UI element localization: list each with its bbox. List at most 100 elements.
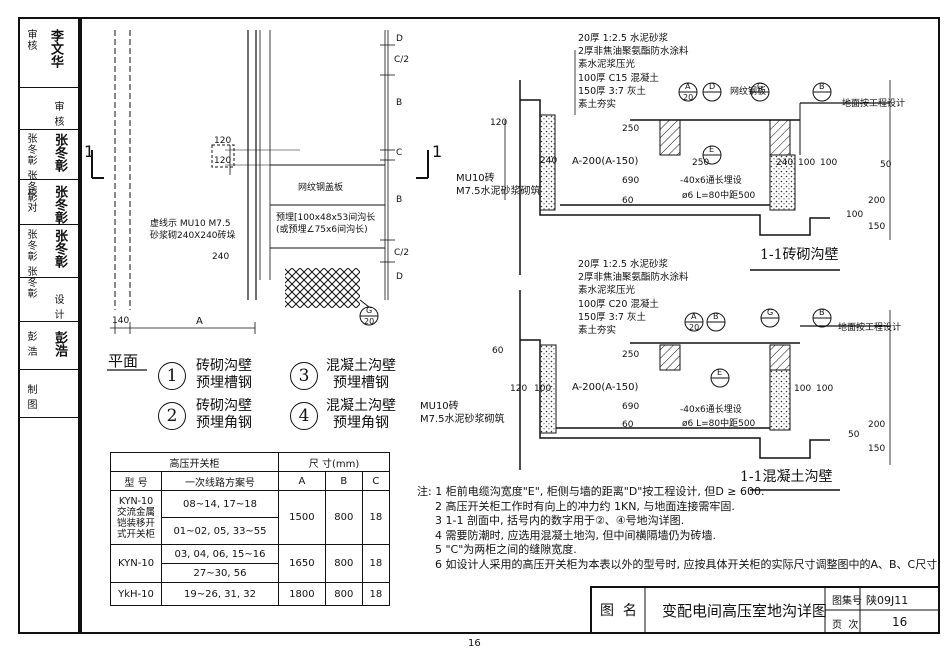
- section1-dim-120: 120: [490, 118, 508, 128]
- section2-title: 1-1混凝土沟壁: [740, 469, 833, 485]
- cabinet-spec-table: 高压开关柜 尺 寸(mm) 型 号 一次线路方案号 A B C KYN-10 交…: [110, 452, 391, 606]
- section1-dim-690: 690: [622, 176, 640, 186]
- section1-dim-100b: 100: [820, 158, 838, 168]
- plan-dim-120-a: 120: [214, 136, 232, 146]
- section2-dim-100: 100: [534, 384, 552, 394]
- plan-dim-b-bottom: B: [396, 195, 403, 205]
- section1-layer: 150厚 3:7 灰土: [578, 85, 646, 97]
- title-block: 图 名 变配电间高压室地沟详图 图集号 陕09J11 页 次 16: [590, 586, 940, 634]
- section1-bar-note: -40x6通长埋设: [680, 176, 742, 186]
- section-2-concrete: [519, 290, 891, 491]
- table-row-model: KYN-10 交流金属 铠装移开 式开关柜: [110, 490, 162, 545]
- page-label: 页 次: [832, 620, 859, 631]
- note-line: 注: 1 柜前电缆沟宽度"E", 柜侧与墙的距离"D"按工程设计, 但D ≥ 6…: [417, 485, 765, 498]
- stamp-sign-check: 张冬彰: [52, 185, 67, 224]
- atlas-value: 陕09J11: [866, 594, 909, 607]
- page-number: 16: [468, 638, 481, 649]
- table-row-a: 1500: [278, 490, 326, 545]
- table-row-scheme: 27~30, 56: [161, 563, 279, 583]
- plan-title: 平面: [108, 352, 139, 370]
- drawing-frame: [80, 17, 940, 634]
- section1-dim-100c: 100: [846, 210, 864, 220]
- plan-dim-c2-bottom: C/2: [394, 248, 410, 258]
- plan-plate-label: 网纹钢盖板: [298, 183, 344, 193]
- section2-wall-note: MU10砖 M7.5水泥砂浆砌筑: [420, 401, 505, 425]
- table-dim-title: 尺 寸(mm): [278, 452, 390, 472]
- section2-ref-b2: B: [819, 308, 825, 317]
- section2-layer: 150厚 3:7 灰土: [578, 311, 646, 323]
- section1-main-dim: A-200(A-150): [572, 156, 639, 167]
- section1-dim-240b: 240: [776, 158, 794, 168]
- note-line: 3 1-1 剖面中, 括号内的数字用于②、④号地沟详图.: [435, 514, 685, 528]
- plan-brick-note: 虚线示 MU10 M7.5 砂浆砌240X240砖垛: [150, 219, 236, 241]
- section1-ref-g: G: [757, 82, 764, 91]
- section2-dim-100a: 100: [794, 384, 812, 394]
- table-row-scheme: 01~02, 05, 33~55: [161, 517, 279, 545]
- atlas-label: 图集号: [832, 596, 862, 607]
- legend-num-4: 4: [290, 402, 318, 430]
- plan-view: [91, 30, 429, 371]
- table-col-b: B: [324, 471, 363, 491]
- section1-layer: 2厚非焦油聚氨酯防水涂料: [578, 46, 689, 58]
- section1-layer: 素土夯实: [578, 99, 617, 111]
- section1-ref-b: B: [819, 82, 825, 91]
- stamp-sign-drafter: 彭浩: [52, 331, 67, 357]
- section2-floor-label: 地面按工程设计: [838, 323, 902, 333]
- plan-dim-120-b: 120: [214, 156, 232, 166]
- section2-ref-sub: 20: [689, 323, 700, 332]
- table-row-b: 800: [324, 490, 363, 545]
- section1-ref-d: D: [709, 82, 716, 91]
- section2-ref-e: E: [717, 368, 723, 377]
- plan-dim-a: A: [196, 316, 203, 327]
- section2-bar-note2: ø6 L=80中距500: [682, 419, 756, 429]
- plan-dim-d-bottom: D: [396, 272, 403, 282]
- section1-dim-50: 50: [880, 160, 892, 170]
- table-row-b: 800: [324, 544, 363, 583]
- section1-dim-250b: 250: [692, 158, 710, 168]
- table-col-scheme: 一次线路方案号: [161, 471, 279, 491]
- section1-ref-sub: 20: [683, 93, 694, 102]
- stamp-sign-2: 张冬彰: [52, 229, 67, 268]
- section1-title: 1-1砖砌沟壁: [760, 247, 839, 263]
- plan-dim-d-top: D: [396, 34, 403, 44]
- legend-text-4: 混凝土沟壁 预埋角钢: [326, 398, 396, 431]
- table-title: 高压开关柜: [110, 452, 279, 472]
- legend-text-3: 混凝土沟壁 预埋槽钢: [326, 358, 396, 391]
- stamp-label-name2: 张冬彰 张冬彰: [25, 229, 36, 300]
- stamp-label-audit: 审 核: [52, 101, 63, 128]
- table-row-c: 18: [361, 544, 391, 583]
- section1-dim-250: 250: [622, 124, 640, 134]
- stamp-label-drafter-name: 彭 浩: [25, 331, 36, 358]
- section1-ref-a: A: [685, 82, 691, 91]
- stamp-label-review: 审核: [25, 29, 36, 51]
- section2-dim-60: 60: [492, 346, 504, 356]
- plan-section-mark-left: 1: [84, 142, 95, 161]
- section1-layer-list: 20厚 1:2.5 水泥砂浆 2厚非焦油聚氨酯防水涂料 素水泥浆压光 100厚 …: [578, 32, 689, 111]
- title-block-lines: [644, 586, 940, 634]
- notes-block: 注: 1 柜前电缆沟宽度"E", 柜侧与墙的距离"D"按工程设计, 但D ≥ 6…: [417, 485, 941, 573]
- stamp-label-design: 设 计: [52, 294, 63, 321]
- plan-dim-c: C: [396, 148, 403, 158]
- table-row-scheme: 03, 04, 06, 15~16: [161, 544, 279, 564]
- section-1-brick: [504, 50, 891, 275]
- table-row-scheme: 08~14, 17~18: [161, 490, 279, 518]
- section1-dim-60: 60: [622, 196, 634, 206]
- section1-layer: 素水泥浆压光: [578, 59, 636, 71]
- note-line: 6 如设计人采用的高压开关柜为本表以外的型号时, 应按具体开关柜的实际尺寸调整图…: [435, 557, 941, 571]
- section2-dim-50: 50: [848, 430, 860, 440]
- table-col-model: 型 号: [110, 471, 162, 491]
- section2-layer: 2厚非焦油聚氨酯防水涂料: [578, 272, 689, 284]
- section2-layer: 20厚 1:2.5 水泥砂浆: [578, 259, 668, 270]
- section1-plate-label: 网纹钢板: [730, 87, 767, 97]
- plan-dim-240: 240: [212, 252, 230, 262]
- table-row-a: 1650: [278, 544, 326, 583]
- section2-layer: 100厚 C20 混凝土: [578, 298, 659, 310]
- plan-dim-140: 140: [112, 316, 130, 326]
- table-row-scheme: 19~26, 31, 32: [161, 582, 279, 606]
- section2-dim-60b: 60: [622, 420, 634, 430]
- legend-num-3: 3: [290, 362, 318, 390]
- section1-layer: 20厚 1:2.5 水泥砂浆: [578, 33, 668, 44]
- section1-layer: 100厚 C15 混凝土: [578, 72, 659, 84]
- plan-ref-g: G: [366, 306, 373, 315]
